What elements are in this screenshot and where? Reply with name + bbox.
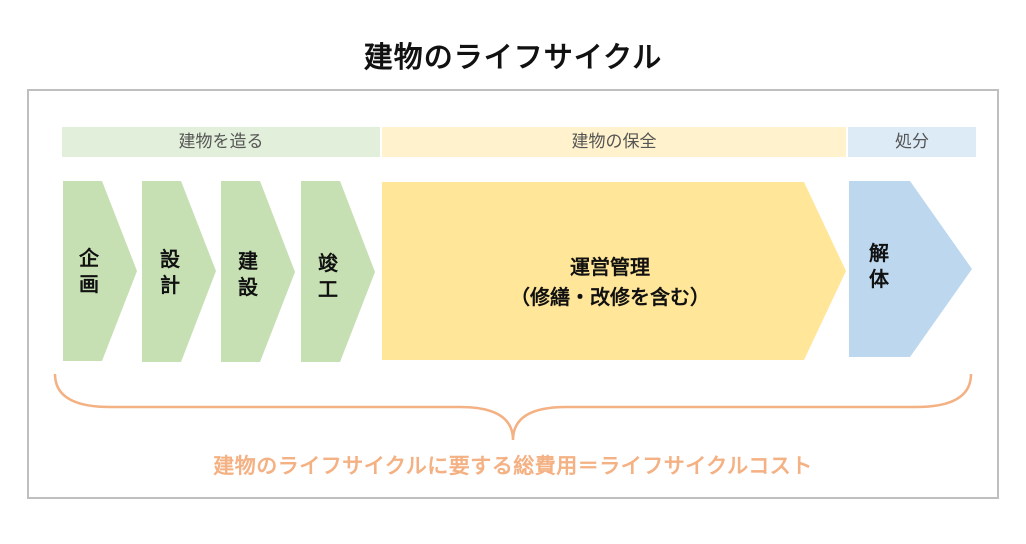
total-cost-label: 建物のライフサイクルに要する総費用＝ライフサイクルコスト (213, 454, 813, 478)
stage-label-construction: 建設 (238, 249, 258, 299)
stage-label-operation-line1: 運営管理 (570, 255, 650, 279)
stage-label-operation-line2: （修繕・改修を含む） (510, 285, 710, 309)
diagram-title: 建物のライフサイクル (363, 40, 663, 74)
stage-label-demolition: 解体 (869, 241, 889, 291)
phase-band-dispose: 処分 (848, 127, 976, 157)
stage-arrow-completion (301, 181, 375, 362)
phase-band-build: 建物を造る (62, 127, 380, 157)
stage-arrow-planning (63, 181, 137, 361)
stage-label-design: 設計 (160, 247, 180, 297)
stage-arrow-operation (382, 182, 846, 360)
diagram-frame (27, 89, 999, 499)
stage-label-completion: 竣工 (318, 251, 338, 301)
phase-band-maintain: 建物の保全 (382, 127, 846, 157)
total-cost-brace (53, 373, 973, 441)
stage-arrow-demolition (849, 181, 972, 357)
stage-arrow-design (142, 181, 216, 362)
stage-arrow-construction (221, 181, 295, 362)
stage-label-operation: 運営管理 （修繕・改修を含む） (440, 252, 780, 312)
stage-label-planning: 企画 (79, 246, 99, 296)
